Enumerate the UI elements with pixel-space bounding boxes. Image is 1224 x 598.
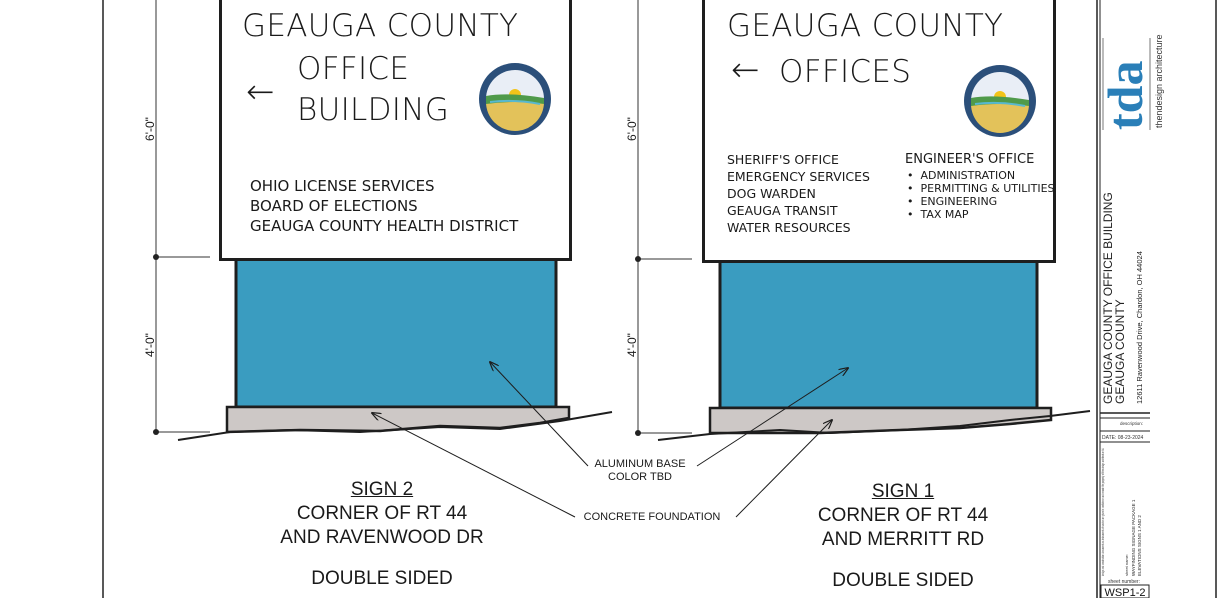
sign2-title-line3: BUILDING (297, 92, 450, 128)
leader-aluminum-sign1 (696, 368, 848, 467)
leader-concrete-sign2 (372, 413, 576, 518)
sign2-title-line1: GEAUGA COUNTY (242, 8, 519, 44)
sign2-caption-sided: DOUBLE SIDED (311, 568, 453, 589)
geauga-county-seal-icon (479, 63, 551, 135)
leader-concrete-sign1 (735, 420, 832, 518)
arrow-left-icon: ← (731, 50, 760, 90)
sign1-panel: GEAUGA COUNTY OFFICES ← SHERIFF'S OFFICE… (702, 0, 1056, 263)
sign1-caption-title: SIGN 1 (871, 481, 935, 502)
sign2-service-0: OHIO LICENSE SERVICES (250, 177, 435, 195)
engineer-items: • ADMINISTRATION • PERMITTING & UTILITIE… (907, 169, 1055, 221)
sign1-dim-lower: 4'-0" (624, 333, 639, 357)
sign1-dim-upper: 6'-0" (624, 117, 639, 141)
sign2-dim-lower: 4'-0" (142, 333, 157, 357)
sign2-aluminum-base (234, 257, 558, 409)
sign2-ground-line (177, 411, 613, 441)
note-aluminum-line2: COLOR TBD (608, 471, 672, 483)
geauga-county-seal-icon (964, 65, 1036, 137)
engineer-item-1: • PERMITTING & UTILITIES (907, 182, 1055, 195)
sign1-service-list: SHERIFF'S OFFICE EMERGENCY SERVICES DOG … (727, 151, 870, 236)
engineer-item-0: • ADMINISTRATION (907, 169, 1016, 182)
engineer-item-2: • ENGINEERING (907, 195, 998, 208)
sign1-caption-sided: DOUBLE SIDED (832, 570, 974, 591)
sign1-caption-line2: AND MERRITT RD (821, 529, 985, 550)
arrow-left-icon: ← (246, 72, 275, 112)
sign2-caption: SIGN 2 CORNER OF RT 44 AND RAVENWOOD DR … (280, 478, 483, 591)
sign1-caption: SIGN 1 CORNER OF RT 44 AND MERRITT RD DO… (818, 480, 988, 593)
sign2-service-2: GEAUGA COUNTY HEALTH DISTRICT (250, 217, 519, 235)
leader-aluminum-sign2 (490, 362, 589, 467)
note-aluminum-base: ALUMINUM BASE COLOR TBD (594, 458, 685, 484)
note-concrete-foundation: CONCRETE FOUNDATION (583, 511, 721, 523)
sign1-title-line2: OFFICES (779, 54, 912, 90)
sign2-panel: GEAUGA COUNTY OFFICE BUILDING ← OHIO LIC… (219, 0, 572, 261)
sign2-title-line2: OFFICE (297, 51, 410, 87)
sign1-service-0: SHERIFF'S OFFICE (727, 152, 839, 167)
sign1-caption-line1: CORNER OF RT 44 (817, 505, 989, 526)
sign1-service-2: DOG WARDEN (727, 186, 816, 201)
sign2-dim-upper: 6'-0" (142, 117, 157, 141)
sign1-ground-line (657, 410, 1091, 441)
sign1-service-4: WATER RESOURCES (727, 220, 851, 235)
sign2-concrete-foundation (225, 405, 571, 434)
sign2-service-1: BOARD OF ELECTIONS (250, 197, 418, 215)
sign2-caption-line2: AND RAVENWOOD DR (280, 527, 484, 548)
sign1-service-1: EMERGENCY SERVICES (727, 169, 870, 184)
sign1-service-3: GEAUGA TRANSIT (727, 203, 838, 218)
sign2-caption-line1: CORNER OF RT 44 (296, 503, 468, 524)
sign1-aluminum-base (718, 259, 1039, 410)
engineer-item-3: • TAX MAP (907, 208, 969, 221)
sign2-caption-title: SIGN 2 (350, 479, 414, 500)
note-aluminum-line1: ALUMINUM BASE (594, 458, 686, 470)
sign1-title-line1: GEAUGA COUNTY (727, 8, 1004, 44)
sign1-concrete-foundation (708, 406, 1053, 435)
engineer-heading: ENGINEER'S OFFICE (905, 152, 1035, 167)
